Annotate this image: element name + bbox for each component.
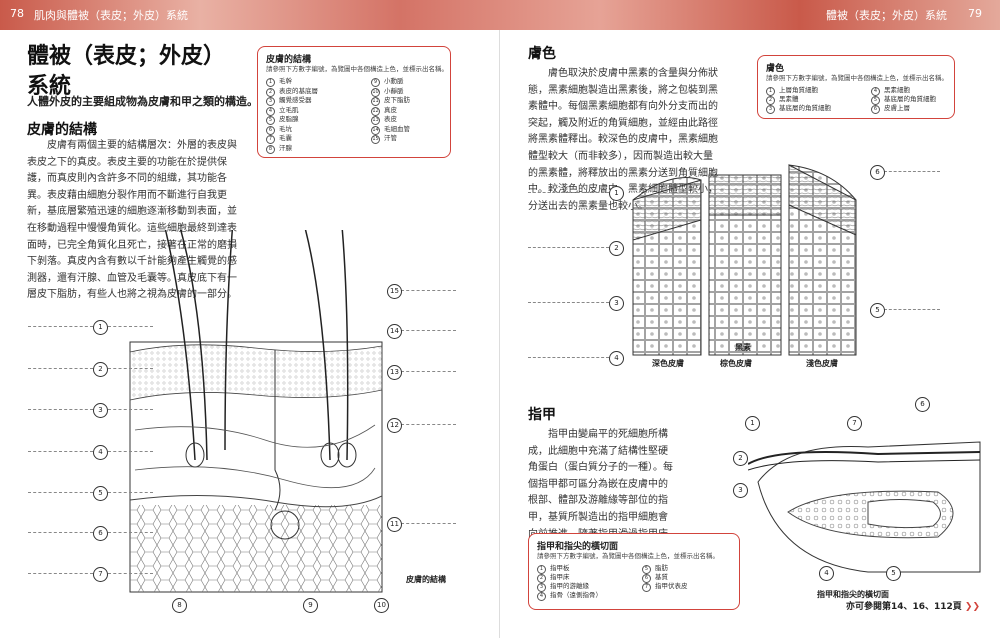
skin-color-label: 深色皮膚 [652, 358, 684, 369]
header-title-left: 肌肉與體被（表皮；外皮）系統 [34, 7, 188, 23]
callout-number: 2 [733, 451, 748, 466]
legend-item: 8 汗腺 [266, 142, 292, 154]
leader-line [884, 309, 940, 310]
page-subtitle: 人體外皮的主要組成物為皮膚和甲之類的構造。 [27, 93, 258, 109]
callout-number: 6 [93, 526, 108, 541]
leader-line [28, 409, 93, 410]
callout-number: 3 [733, 483, 748, 498]
legend-item: 3 基底層的角質細胞 [766, 102, 831, 114]
leader-line [528, 302, 609, 303]
legend-item: 4 指骨（遠側指骨） [537, 589, 602, 601]
leader-line [108, 368, 153, 369]
leader-line [28, 573, 93, 574]
nail-legend-instruction: 請參照下方數字編號，為覽圖中各個構造上色，並標示出名稱。 [537, 550, 719, 560]
legend-item: 15 汗管 [371, 132, 397, 144]
legend-item: 7 指甲伏表皮 [642, 580, 688, 592]
leader-line [884, 171, 940, 172]
leader-line [401, 424, 456, 425]
legend-label: 汗管 [384, 134, 397, 142]
leader-line [528, 192, 609, 193]
skin-legend-instruction: 請參照下方數字編號，為覽圖中各個構造上色，並標示出名稱。 [266, 63, 448, 73]
skin-color-diagram [631, 160, 861, 360]
leader-line [108, 573, 153, 574]
skin-color-label: 淺色皮膚 [806, 358, 838, 369]
callout-number: 13 [387, 365, 402, 380]
leader-line [108, 492, 153, 493]
callout-number: 7 [847, 416, 862, 431]
leader-line [108, 326, 153, 327]
legend-label: 皮膚上層 [884, 104, 910, 112]
legend-label: 指甲伏表皮 [655, 582, 688, 590]
skin-color-heading: 膚色 [528, 43, 556, 63]
callout-number: 12 [387, 418, 402, 433]
callout-number: 11 [387, 517, 402, 532]
callout-number: 4 [93, 445, 108, 460]
skin-structure-diagram [125, 230, 387, 600]
see-also-reference: 亦可參閱第14、16、112頁 ❯❯ [846, 599, 980, 612]
legend-number-icon: 6 [871, 105, 880, 114]
callout-number: 5 [870, 303, 885, 318]
leader-line [28, 451, 93, 452]
callout-number: 2 [93, 362, 108, 377]
callout-number: 6 [870, 165, 885, 180]
skin-heading: 皮膚的結構 [27, 119, 97, 139]
leader-line [401, 523, 456, 524]
leader-line [28, 532, 93, 533]
callout-number: 1 [609, 186, 624, 201]
legend-number-icon: 7 [642, 583, 651, 592]
callout-number: 5 [93, 486, 108, 501]
leader-line [108, 451, 153, 452]
callout-number: 2 [609, 241, 624, 256]
page-number-right: 79 [968, 7, 982, 20]
legend-number-icon: 4 [537, 592, 546, 601]
leader-line [401, 371, 456, 372]
legend-label: 基底層的角質細胞 [779, 104, 831, 112]
leader-line [28, 492, 93, 493]
legend-label: 汗腺 [279, 144, 292, 152]
leader-line [528, 247, 609, 248]
legend-number-icon: 8 [266, 145, 275, 154]
leader-line [528, 357, 609, 358]
leader-line [401, 290, 456, 291]
callout-number: 9 [303, 598, 318, 613]
callout-number: 3 [609, 296, 624, 311]
leader-line [108, 532, 153, 533]
legend-number-icon: 3 [766, 105, 775, 114]
leader-line [401, 330, 456, 331]
leader-line [28, 326, 93, 327]
leader-line [108, 409, 153, 410]
nail-cross-section-diagram [748, 402, 983, 582]
skin-color-legend-instruction: 請參照下方數字編號，為覽圖中各個構造上色，並標示出名稱。 [766, 72, 948, 82]
nail-heading: 指甲 [528, 404, 556, 424]
callout-number: 3 [93, 403, 108, 418]
callout-number: 8 [172, 598, 187, 613]
header-title-right: 體被（表皮；外皮）系統 [826, 7, 947, 23]
skin-color-label: 棕色皮膚 [720, 358, 752, 369]
page-gutter [499, 30, 500, 638]
melanin-label: 黑素 [735, 342, 751, 353]
legend-item: 6 皮膚上層 [871, 102, 910, 114]
callout-number: 6 [915, 397, 930, 412]
nail-legend-box: 指甲和指尖的橫切面 請參照下方數字編號，為覽圖中各個構造上色，並標示出名稱。 1… [528, 533, 740, 610]
skin-diagram-caption: 皮膚的結構 [406, 574, 446, 585]
callout-number: 15 [387, 284, 402, 299]
callout-number: 4 [819, 566, 834, 581]
callout-number: 5 [886, 566, 901, 581]
callout-number: 10 [374, 598, 389, 613]
page-number-left: 78 [10, 7, 24, 20]
callout-number: 1 [745, 416, 760, 431]
callout-number: 1 [93, 320, 108, 335]
legend-label: 指骨（遠側指骨） [550, 591, 602, 599]
callout-number: 7 [93, 567, 108, 582]
legend-number-icon: 15 [371, 135, 380, 144]
callout-number: 4 [609, 351, 624, 366]
next-page-arrow-icon: ❯❯ [962, 602, 980, 612]
leader-line [28, 368, 93, 369]
callout-number: 14 [387, 324, 402, 339]
page-header: 78 肌肉與體被（表皮；外皮）系統 體被（表皮；外皮）系統 79 [0, 0, 1000, 30]
